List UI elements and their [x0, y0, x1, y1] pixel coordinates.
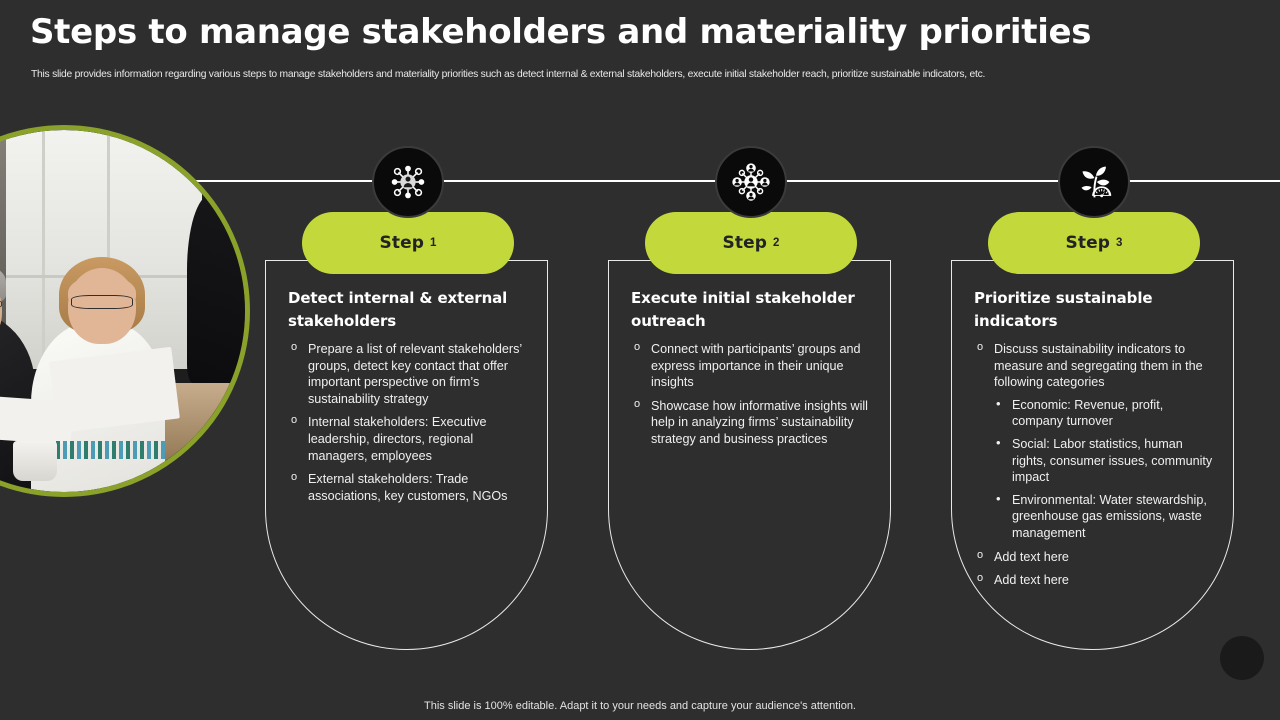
photo-wall	[0, 130, 7, 355]
step-number: 1	[430, 237, 437, 249]
step-bullets: Prepare a list of relevant stakeholders’…	[288, 340, 527, 504]
step-title: Execute initial stakeholder outreach	[631, 289, 855, 330]
step-bullets: Discuss sustainability indicators to mea…	[974, 340, 1213, 589]
list-item: Discuss sustainability indicators to mea…	[974, 340, 1213, 542]
horizontal-divider	[0, 180, 1280, 182]
step-title: Detect internal & external stakeholders	[288, 289, 508, 330]
step-card-1: Detect internal & external stakeholders …	[265, 260, 548, 650]
step-card-2: Execute initial stakeholder outreach Con…	[608, 260, 891, 650]
list-item[interactable]: Add text here	[974, 571, 1213, 589]
photo-background-person	[187, 195, 245, 384]
page-title: Steps to manage stakeholders and materia…	[30, 12, 1092, 52]
photo-woman-glasses	[71, 294, 133, 310]
step-pill-3[interactable]: Step 3	[988, 212, 1200, 274]
step-column-1: Step 1 Detect internal & external stakeh…	[257, 0, 559, 720]
people-network-icon	[715, 146, 787, 218]
list-item: External stakeholders: Trade association…	[288, 470, 527, 504]
meeting-photo	[0, 125, 250, 497]
list-item: Connect with participants’ groups and ex…	[631, 340, 870, 391]
list-item[interactable]: Add text here	[974, 548, 1213, 566]
list-item-text: Discuss sustainability indicators to mea…	[994, 342, 1203, 390]
photo-paper	[0, 394, 73, 446]
list-item: Internal stakeholders: Executive leaders…	[288, 413, 527, 464]
step-column-3: Step 3 Prioritize sustainable indicators…	[943, 0, 1245, 720]
step-card-3: Prioritize sustainable indicators Discus…	[951, 260, 1234, 650]
photo-coffee-cup	[13, 441, 57, 482]
photo-composition	[0, 130, 245, 492]
sub-list-item: Environmental: Water stewardship, greenh…	[994, 490, 1213, 542]
step-number: 3	[1116, 237, 1123, 249]
stakeholder-network-icon	[372, 146, 444, 218]
step-column-2: Step 2 Execute initial stakeholder outre…	[600, 0, 902, 720]
plant-gauge-icon	[1058, 146, 1130, 218]
photo-man-hair	[0, 260, 7, 304]
step-pill-2[interactable]: Step 2	[645, 212, 857, 274]
photo-window-mullion	[42, 130, 46, 369]
step-pill-1[interactable]: Step 1	[302, 212, 514, 274]
sub-list-item: Social: Labor statistics, human rights, …	[994, 434, 1213, 486]
step-bullets: Connect with participants’ groups and ex…	[631, 340, 870, 448]
step-label: Step	[1065, 233, 1111, 253]
list-item: Prepare a list of relevant stakeholders’…	[288, 340, 527, 407]
step-number: 2	[773, 237, 780, 249]
list-item: Showcase how informative insights will h…	[631, 397, 870, 448]
page-subtitle: This slide provides information regardin…	[31, 69, 986, 80]
footer-note: This slide is 100% editable. Adapt it to…	[424, 700, 856, 712]
sub-list-item: Economic: Revenue, profit, company turno…	[994, 395, 1213, 430]
sub-bullets: Economic: Revenue, profit, company turno…	[994, 395, 1213, 542]
step-title: Prioritize sustainable indicators	[974, 289, 1153, 330]
photo-man-head	[0, 267, 3, 351]
photo-bar-chart	[42, 441, 166, 460]
photo-window-mullion	[107, 130, 111, 369]
decorative-dot	[1220, 636, 1264, 680]
step-label: Step	[722, 233, 768, 253]
step-label: Step	[379, 233, 425, 253]
